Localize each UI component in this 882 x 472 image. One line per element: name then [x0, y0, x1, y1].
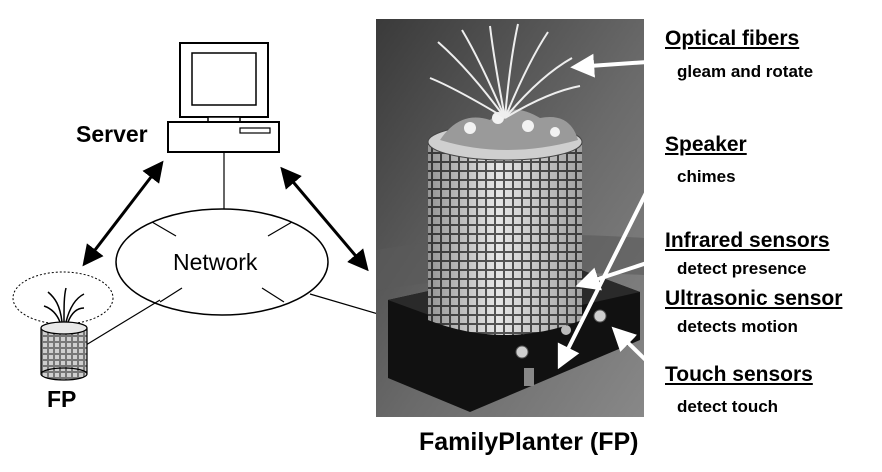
- server-planter-arrow: [280, 166, 369, 272]
- annotation-desc-speaker: chimes: [677, 167, 736, 186]
- annotation-title-speaker: Speaker: [665, 133, 747, 156]
- fp-label: FP: [47, 386, 77, 412]
- annotation-title-ultrasonic-sensor: Ultrasonic sensor: [665, 287, 843, 310]
- annotation-title-infrared-sensors: Infrared sensors: [665, 229, 830, 252]
- annotation-desc-ultrasonic-sensor: detects motion: [677, 317, 798, 336]
- annotation-desc-touch-sensors: detect touch: [677, 397, 779, 416]
- annotation-desc-infrared-sensors: detect presence: [677, 259, 807, 278]
- server-label: Server: [76, 121, 148, 147]
- fp-planter-icon: [12, 271, 114, 381]
- network-label: Network: [173, 249, 258, 275]
- network-fp-link: [85, 299, 161, 346]
- photo-caption: FamilyPlanter (FP): [419, 428, 639, 456]
- server-fp-arrow: [82, 160, 164, 267]
- annotation-title-optical-fibers: Optical fibers: [665, 27, 800, 50]
- annotation-title-touch-sensors: Touch sensors: [665, 363, 813, 386]
- annotation-desc-optical-fibers: gleam and rotate: [677, 62, 814, 81]
- familyplanter-photo: [376, 19, 644, 417]
- annotation-arrows: [557, 53, 664, 378]
- server-computer-icon: [167, 42, 280, 153]
